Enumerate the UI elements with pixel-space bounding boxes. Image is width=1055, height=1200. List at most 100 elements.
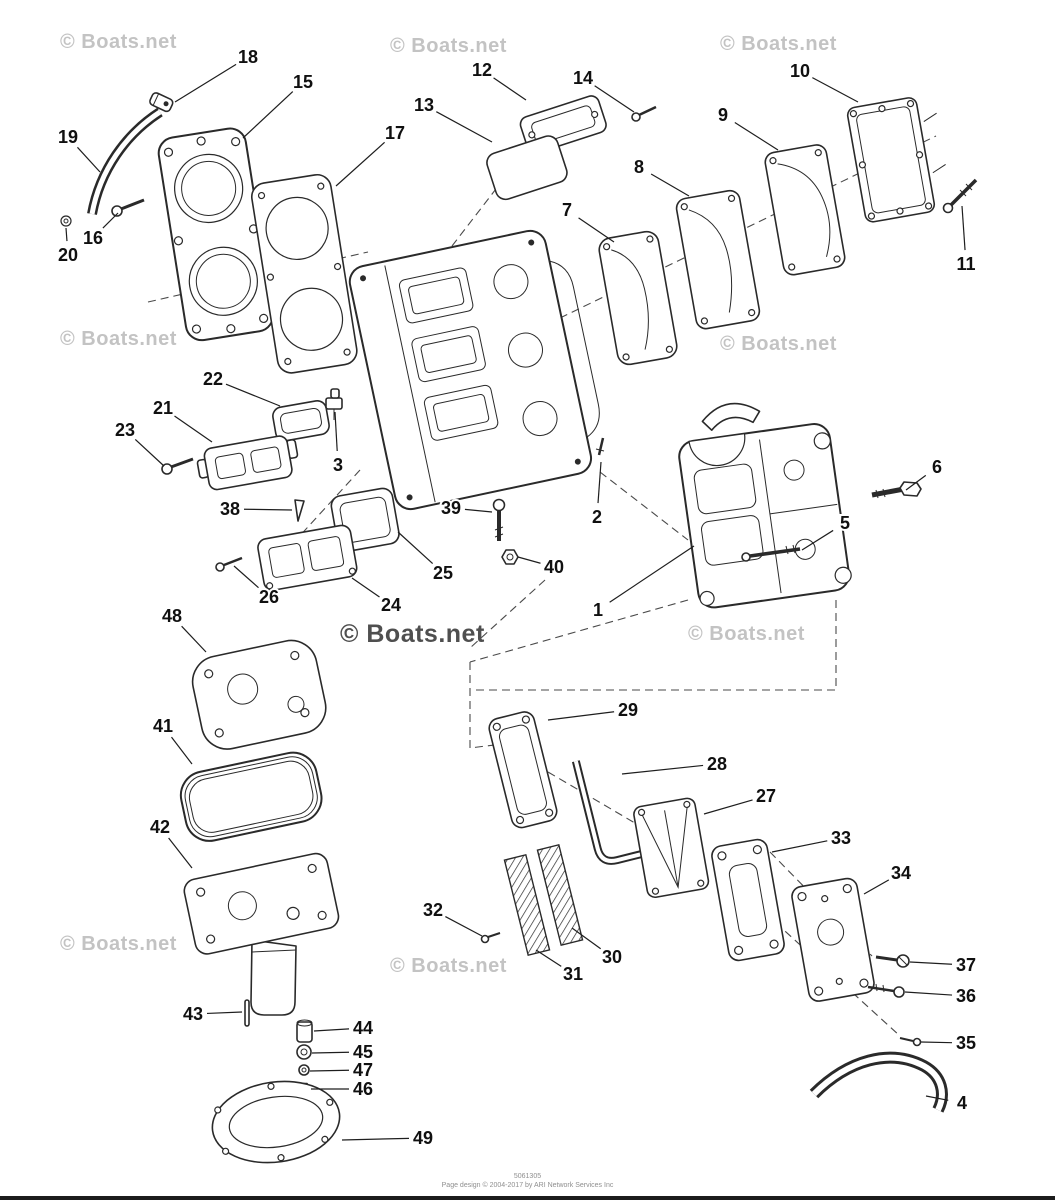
leader-line-49 — [341, 1137, 410, 1141]
cylinder-block — [348, 229, 600, 511]
part-label-5: 5 — [840, 513, 850, 533]
leader-line-24 — [351, 577, 380, 598]
part-label-43: 43 — [183, 1004, 203, 1024]
part-label-6: 6 — [932, 457, 942, 477]
leader-line-48 — [181, 625, 207, 653]
bolt-6 — [871, 481, 922, 499]
leader-line-41 — [171, 736, 193, 765]
part-label-13: 13 — [414, 95, 434, 115]
leader-line-16 — [102, 212, 119, 229]
leader-line-18 — [174, 63, 237, 103]
watermark: © Boats.net — [720, 33, 837, 55]
part-label-40: 40 — [544, 557, 564, 577]
leader-line-14 — [594, 85, 635, 113]
plate-30 — [536, 843, 584, 947]
watermark: © Boats.net — [60, 933, 177, 955]
leader-line-30 — [571, 927, 602, 950]
hose-4 — [809, 1051, 948, 1113]
leader-line-17 — [335, 141, 385, 187]
part-label-28: 28 — [707, 754, 727, 774]
head-gasket-17 — [250, 173, 358, 374]
leader-line-42 — [168, 837, 193, 869]
leader-line-43 — [206, 1011, 243, 1015]
leader-line-37 — [909, 961, 953, 965]
leader-line-38 — [243, 508, 293, 511]
part-label-31: 31 — [563, 964, 583, 984]
part-label-4: 4 — [957, 1093, 967, 1113]
page-edge-bar — [0, 1196, 1055, 1200]
reed-block-27 — [633, 797, 710, 899]
leader-line-10 — [812, 77, 859, 103]
screw-26 — [215, 556, 243, 572]
link-bracket-28 — [571, 760, 646, 865]
nut-40 — [501, 549, 519, 565]
part-label-19: 19 — [58, 127, 78, 147]
part-label-18: 18 — [238, 47, 258, 67]
watermark: © Boats.net — [688, 623, 805, 645]
part-label-45: 45 — [353, 1042, 373, 1062]
leader-line-13 — [436, 111, 493, 143]
part-label-32: 32 — [423, 900, 443, 920]
clamp-18 — [149, 92, 174, 113]
plate-7 — [598, 230, 678, 366]
leader-line-40 — [517, 556, 541, 564]
exhaust-gasket-13 — [486, 135, 568, 201]
plate-8 — [675, 189, 761, 330]
cover-21 — [196, 435, 299, 491]
part-label-16: 16 — [83, 228, 103, 248]
part-label-3: 3 — [333, 455, 343, 475]
part-label-48: 48 — [162, 606, 182, 626]
leader-line-34 — [863, 879, 890, 895]
watermark: © Boats.net — [390, 955, 507, 977]
leader-line-4 — [925, 1095, 949, 1101]
part-label-11: 11 — [956, 254, 975, 274]
part-label-9: 9 — [718, 105, 728, 125]
part-label-1: 1 — [593, 600, 603, 620]
washer-45 — [296, 1044, 312, 1060]
footer-code: 5061305 — [513, 1173, 542, 1180]
leader-line-12 — [493, 77, 527, 101]
leader-line-6 — [905, 474, 927, 491]
gasket-49 — [211, 1080, 341, 1164]
part-label-23: 23 — [115, 420, 135, 440]
screw-36 — [867, 983, 905, 998]
leader-line-23 — [134, 439, 165, 467]
bolt-16 — [111, 198, 145, 217]
part-label-15: 15 — [293, 72, 313, 92]
screw-35 — [899, 1037, 922, 1047]
part-label-12: 12 — [472, 60, 492, 80]
leader-line-25 — [397, 531, 434, 565]
leader-line-2 — [597, 461, 602, 504]
leader-line-47 — [309, 1069, 350, 1072]
part-label-20: 20 — [58, 245, 78, 265]
gasket-29 — [488, 711, 558, 829]
leader-line-5 — [801, 529, 834, 551]
screw-37 — [875, 954, 910, 968]
part-label-25: 25 — [433, 563, 453, 583]
leader-line-32 — [445, 916, 483, 937]
leader-line-21 — [174, 415, 213, 443]
leader-line-45 — [311, 1051, 350, 1054]
needle-38 — [294, 499, 305, 522]
stud-2 — [595, 437, 605, 456]
fitting-3 — [325, 388, 343, 420]
part-label-41: 41 — [153, 716, 173, 736]
washer-20 — [60, 215, 72, 227]
part-label-2: 2 — [592, 507, 602, 527]
seal-ring-41 — [179, 751, 323, 842]
part-label-7: 7 — [562, 200, 572, 220]
part-label-38: 38 — [220, 499, 240, 519]
leader-line-39 — [464, 508, 493, 513]
part-label-27: 27 — [756, 786, 776, 806]
leader-line-27 — [703, 799, 753, 815]
leader-line-15 — [242, 91, 294, 139]
leader-line-44 — [313, 1028, 350, 1032]
leader-line-26 — [233, 565, 259, 589]
part-label-42: 42 — [150, 817, 170, 837]
leader-line-3 — [334, 411, 338, 452]
screw-32 — [480, 932, 501, 944]
leader-line-7 — [578, 217, 615, 243]
part-label-49: 49 — [413, 1128, 433, 1148]
